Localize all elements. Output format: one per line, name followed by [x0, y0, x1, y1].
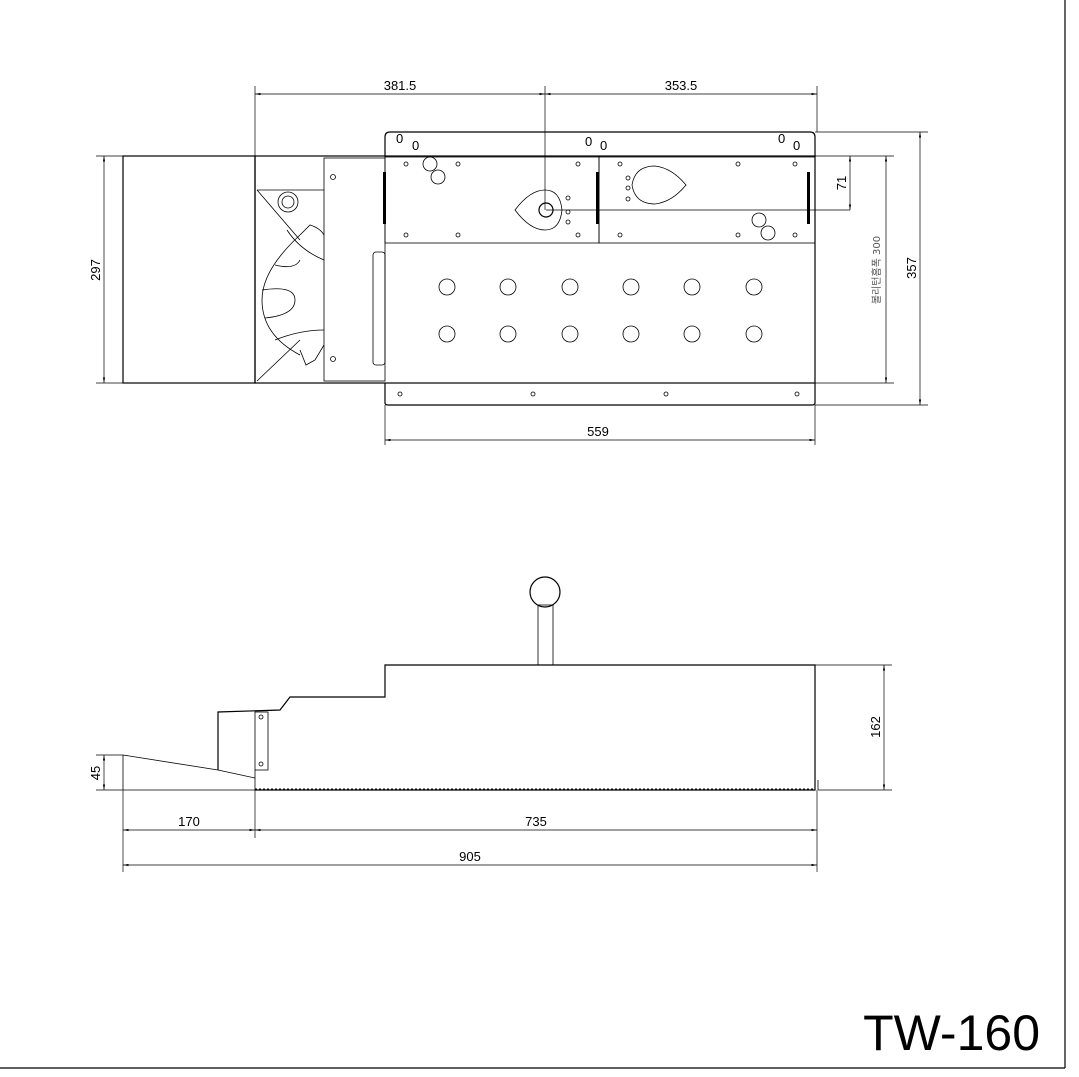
ramp-outline [122, 155, 256, 384]
side-plate [323, 157, 386, 382]
ball-return-width-note: 볼리턴홈폭 300 [870, 236, 883, 304]
top-mount-plate [384, 131, 816, 157]
dim-381-5: 381.5 [384, 78, 417, 93]
button-holes [438, 278, 763, 343]
svg-text:0: 0 [585, 134, 592, 149]
body-outline [254, 155, 816, 384]
dim-559: 559 [587, 424, 609, 439]
dim-71: 71 [834, 176, 849, 190]
svg-text:0: 0 [412, 138, 419, 153]
model-title: TW-160 [863, 1005, 1040, 1061]
dim-357: 357 [904, 257, 919, 279]
joystick-ball [529, 576, 561, 608]
button-mount [631, 165, 687, 205]
ball-return-mechanism [256, 174, 336, 382]
bracket [254, 711, 269, 771]
dim-162: 162 [868, 716, 883, 738]
cover-panel-right [598, 156, 816, 244]
joystick-stem [537, 604, 554, 666]
slot [372, 251, 386, 366]
dim-170: 170 [178, 814, 200, 829]
svg-text:0: 0 [778, 131, 785, 146]
dim-45: 45 [88, 766, 103, 780]
dim-905: 905 [459, 849, 481, 864]
dim-353-5: 353.5 [665, 78, 698, 93]
svg-text:0: 0 [600, 138, 607, 153]
ramp-profile [122, 754, 256, 779]
side-dimensions: 45 162 170 735 905 [88, 664, 892, 872]
top-dimensions: 381.5 353.5 559 297 357 볼리턴홈폭 300 71 [88, 78, 928, 445]
body-profile [217, 664, 816, 791]
bottom-mount-plate [384, 383, 816, 406]
svg-text:0: 0 [793, 138, 800, 153]
svg-text:0: 0 [396, 131, 403, 146]
dim-735: 735 [525, 814, 547, 829]
side-view: 45 162 170 735 905 [88, 576, 892, 872]
dim-297: 297 [88, 259, 103, 281]
